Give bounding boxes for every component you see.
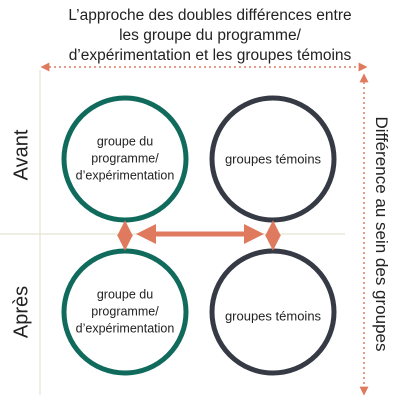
program-after-line-1: groupe du <box>96 287 154 302</box>
control-before-circle <box>209 95 337 223</box>
control-before-label: groupes témoins <box>224 151 322 167</box>
side-label-within-groups: Différence au sein des groupes <box>372 116 391 352</box>
control-after-label: groupes témoins <box>224 308 322 324</box>
title-line-1: L’approche des doubles différences entre <box>68 7 352 24</box>
program-after-circle <box>61 248 189 376</box>
diagram-title: L’approche des doubles différences entre… <box>40 6 380 66</box>
control-after-circle <box>209 248 337 376</box>
program-after-label: groupe du programme/ d’expérimentation <box>70 287 180 338</box>
title-line-3: d’expérimentation et les groupes témoins <box>68 47 352 64</box>
program-after-line-2: programme/ <box>91 304 159 319</box>
row-label-before: Avant <box>10 129 33 181</box>
program-before-line-3: d’expérimentation <box>75 168 175 183</box>
program-before-line-1: groupe du <box>96 134 154 149</box>
program-before-label: groupe du programme/ d’expérimentation <box>70 134 180 185</box>
row-label-after: Après <box>10 285 33 339</box>
program-before-line-2: programme/ <box>91 151 159 166</box>
title-line-2: les groupe du programme/ <box>119 27 301 44</box>
program-after-line-3: d’expérimentation <box>75 321 175 336</box>
program-before-circle <box>61 95 189 223</box>
